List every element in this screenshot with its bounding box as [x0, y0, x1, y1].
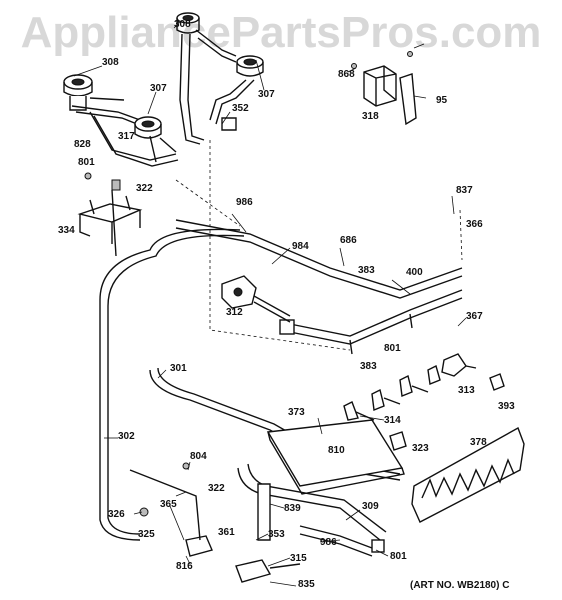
callout-828: 828: [74, 139, 91, 150]
pressure-regulator: [221, 275, 291, 323]
callout-326: 326: [108, 509, 125, 520]
callout-378: 378: [470, 437, 487, 448]
callout-393: 393: [498, 401, 515, 412]
gas-manifold: [99, 140, 463, 541]
callout-366: 366: [466, 219, 483, 230]
callout-323: 323: [412, 443, 429, 454]
burner-assembly-top: [63, 12, 264, 167]
leader-lines: [73, 21, 467, 587]
callout-373: 373: [288, 407, 305, 418]
callout-835: 835: [298, 579, 315, 590]
callout-307-center: 307: [150, 83, 167, 94]
callout-315: 315: [290, 553, 307, 564]
callout-868: 868: [338, 69, 355, 80]
callout-302: 302: [118, 431, 135, 442]
callout-361: 361: [218, 527, 235, 538]
callout-839: 839: [284, 503, 301, 514]
callout-686: 686: [340, 235, 357, 246]
callout-317: 317: [118, 131, 135, 142]
oven-burner: [237, 463, 387, 557]
callout-307-right: 307: [258, 89, 275, 100]
callout-322-top: 322: [136, 183, 153, 194]
lower-valves: [129, 462, 301, 583]
callout-816: 816: [176, 561, 193, 572]
callout-352: 352: [232, 103, 249, 114]
callout-801-top: 801: [78, 157, 95, 168]
callout-308-top: 308: [174, 19, 191, 30]
broiler-shield: [266, 419, 525, 523]
callout-383-top: 383: [358, 265, 375, 276]
callout-308-left: 308: [102, 57, 119, 68]
callout-801-bottom: 801: [390, 551, 407, 562]
callout-325: 325: [138, 529, 155, 540]
callout-314: 314: [384, 415, 401, 426]
callout-365: 365: [160, 499, 177, 510]
ignition-module: [351, 51, 417, 126]
callout-334: 334: [58, 225, 75, 236]
callout-383-mid: 383: [360, 361, 377, 372]
callout-801-mid: 801: [384, 343, 401, 354]
callout-986-bottom: 986: [320, 537, 337, 548]
burner-valves: [343, 353, 505, 451]
callout-837: 837: [456, 185, 473, 196]
callout-318: 318: [362, 111, 379, 122]
mounting-bracket: [77, 172, 143, 257]
callout-367: 367: [466, 311, 483, 322]
callout-400: 400: [406, 267, 423, 278]
callout-810: 810: [328, 445, 345, 456]
callout-95: 95: [436, 95, 448, 106]
callout-322-bottom: 322: [208, 483, 225, 494]
art-number: (ART NO. WB2180) C: [410, 580, 510, 591]
callout-312: 312: [226, 307, 243, 318]
callout-353: 353: [268, 529, 285, 540]
callout-309: 309: [362, 501, 379, 512]
callout-804: 804: [190, 451, 207, 462]
callout-301: 301: [170, 363, 187, 374]
callout-313: 313: [458, 385, 475, 396]
callout-984: 984: [292, 241, 309, 252]
callout-986-top: 986: [236, 197, 253, 208]
